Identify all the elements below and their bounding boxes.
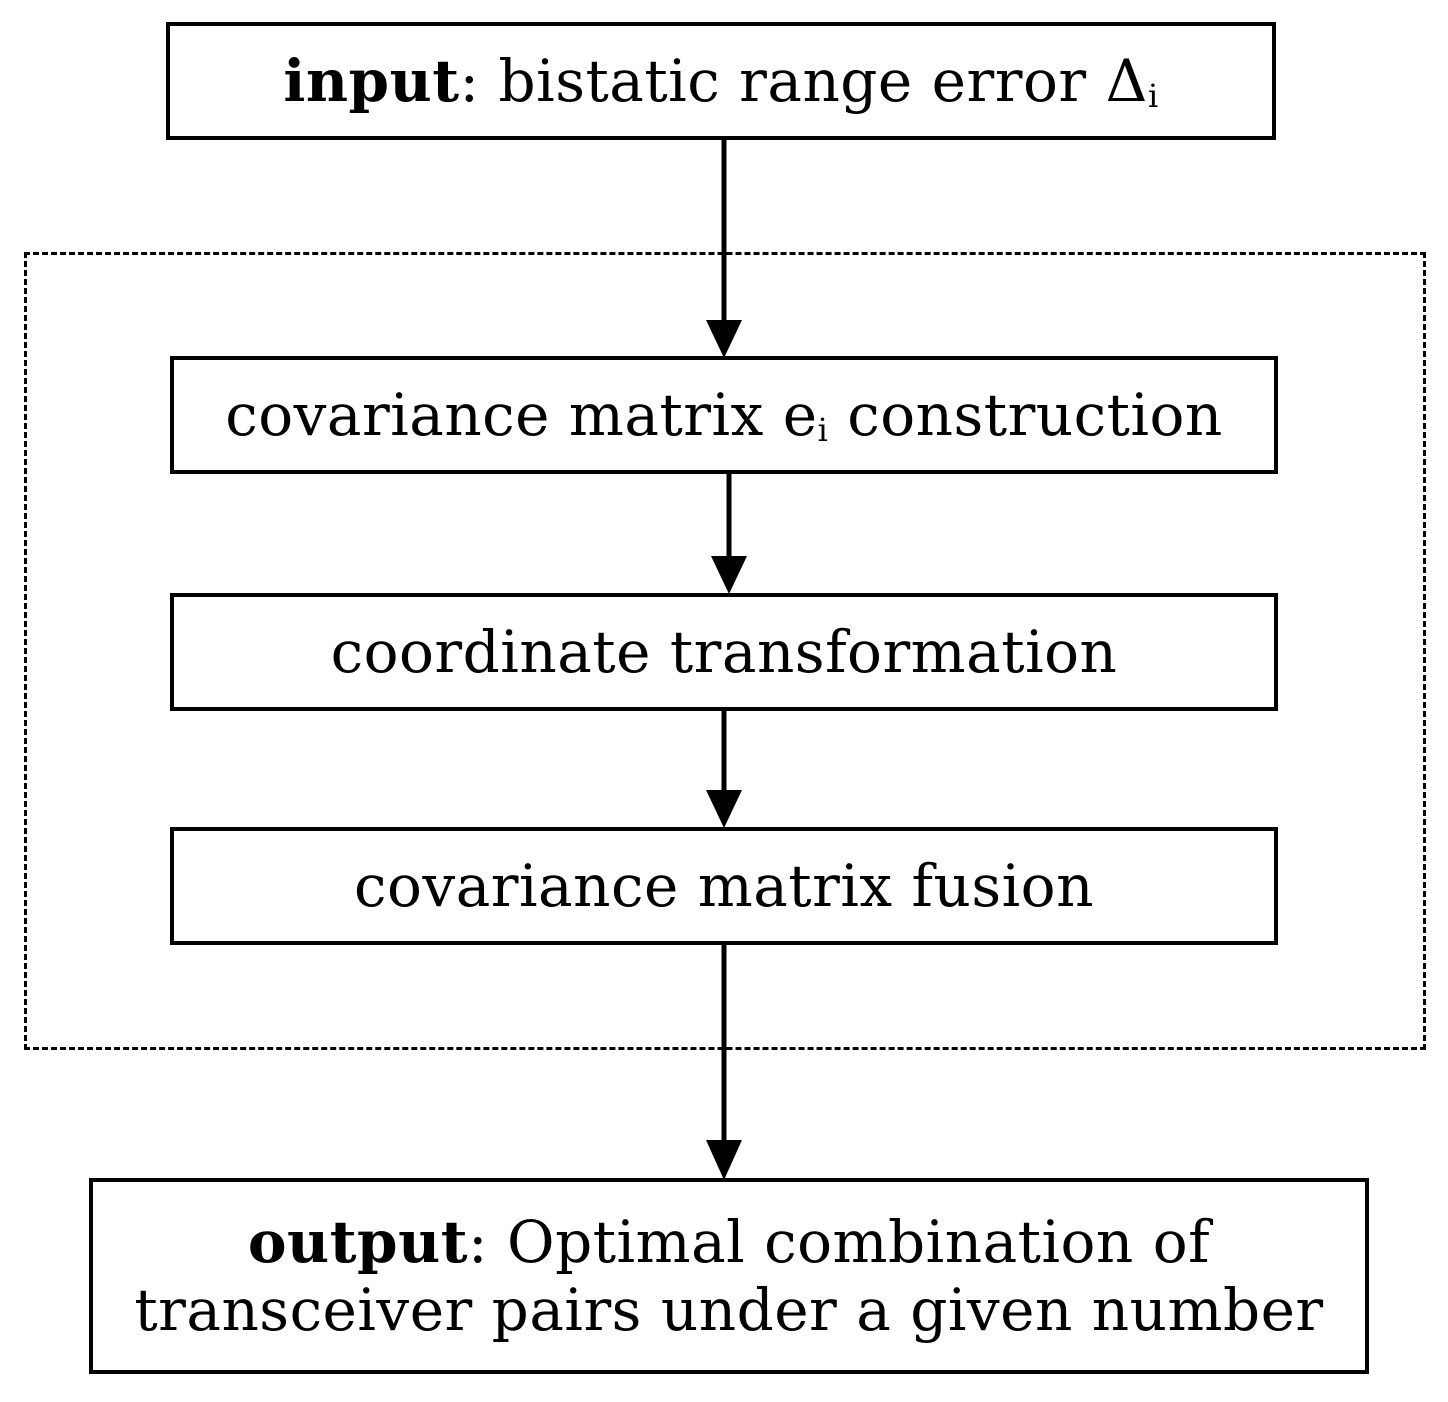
construction-label-subscript: i: [817, 410, 829, 449]
step-coordinate-transformation-box: coordinate transformation: [170, 593, 1278, 711]
output-line-1-text: Optimal combination of: [507, 1207, 1211, 1276]
output-line-1: output: Optimal combination of: [134, 1208, 1323, 1276]
step-covariance-construction-box: covariance matrix ei construction: [170, 356, 1278, 474]
output-keyword: output: [247, 1207, 469, 1276]
construction-label-after: construction: [828, 380, 1223, 449]
input-delta-symbol: Δ: [1105, 46, 1148, 115]
arrow-head-to-fusion: [706, 790, 742, 828]
input-box: input: bistatic range error Δi: [166, 22, 1276, 140]
input-separator: :: [459, 46, 499, 115]
output-line-2: transceiver pairs under a given number: [134, 1276, 1324, 1344]
arrow-head-to-output: [706, 1140, 742, 1180]
arrow-head-to-transformation: [711, 556, 747, 594]
input-label: input: bistatic range error Δi: [283, 47, 1158, 116]
input-subscript: i: [1147, 76, 1159, 115]
input-keyword: input: [283, 46, 460, 115]
construction-label-before: covariance matrix e: [225, 380, 818, 449]
step-covariance-fusion-label: covariance matrix fusion: [354, 851, 1094, 920]
output-box: output: Optimal combination of transceiv…: [89, 1178, 1369, 1374]
input-text: bistatic range error: [498, 46, 1106, 115]
output-separator: :: [468, 1207, 508, 1276]
step-covariance-fusion-box: covariance matrix fusion: [170, 827, 1278, 945]
step-covariance-construction-label: covariance matrix ei construction: [225, 381, 1223, 450]
step-coordinate-transformation-label: coordinate transformation: [330, 617, 1118, 686]
output-label: output: Optimal combination of transceiv…: [134, 1208, 1323, 1345]
arrow-head-to-construction: [706, 320, 742, 358]
